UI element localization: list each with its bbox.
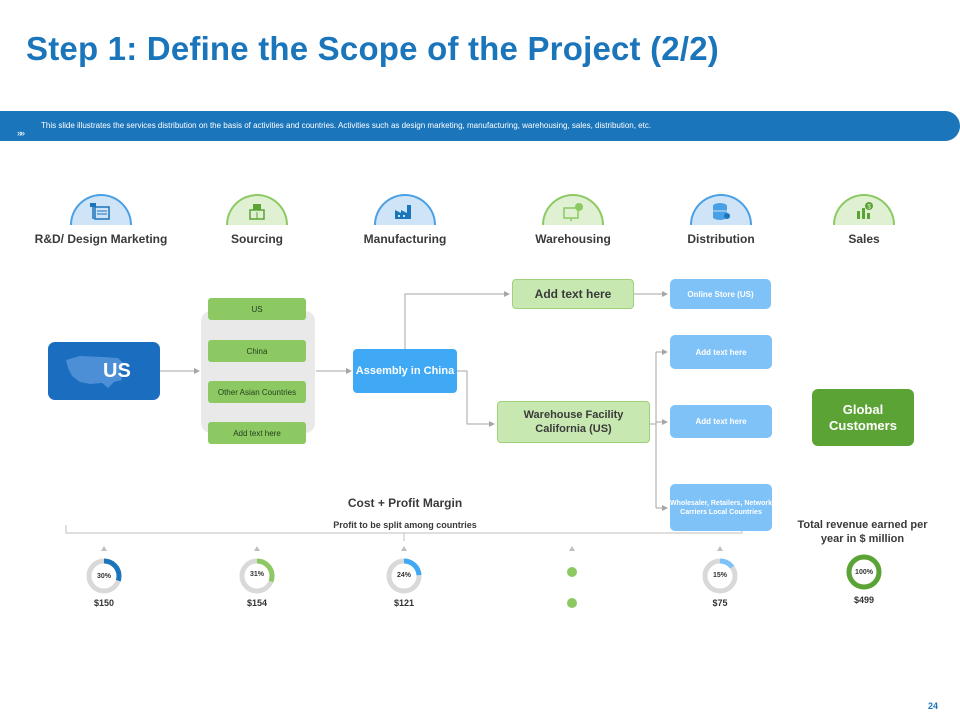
database-icon	[713, 203, 730, 220]
origin-us-label: US	[103, 360, 131, 382]
triangle-marker	[401, 546, 407, 551]
connector-assembly-to-warehouse	[457, 370, 495, 427]
country-us: US	[208, 298, 306, 320]
revenue-title: Total revenue earned per year in $ milli…	[797, 519, 928, 545]
donut-arc	[86, 558, 122, 594]
donut-chart	[702, 558, 738, 594]
add-text-top-box: Add text here	[512, 279, 634, 309]
triangle-marker	[569, 546, 575, 551]
channel-wholesalers: Wholesaler, Retailers, Network Carriers …	[670, 484, 772, 531]
amount-label: $75	[712, 598, 728, 608]
amount-label: $121	[393, 598, 415, 608]
country-other-asian: Other Asian Countries	[208, 381, 306, 403]
country-add-text: Add text here	[208, 422, 306, 444]
page-number: 24	[928, 701, 939, 711]
channel-add-text-1: Add text here	[670, 335, 772, 369]
description-banner	[0, 111, 960, 141]
amount-label: $154	[246, 598, 268, 608]
donut-chart	[386, 558, 422, 594]
channel-online-store: Online Store (US)	[670, 279, 771, 309]
amount-label: $150	[93, 598, 115, 608]
triangle-marker	[717, 546, 723, 551]
activity-label-design-marketing: R&D/ Design Marketing	[34, 232, 168, 246]
donut-chart	[86, 558, 122, 594]
page-title: Step 1: Define the Scope of the Project …	[26, 30, 719, 67]
donut-arc	[386, 558, 422, 594]
sales-chart-icon: $	[857, 202, 873, 219]
us-map-icon	[66, 356, 124, 388]
activity-label-sales: Sales	[848, 232, 880, 246]
donut-arc	[702, 558, 738, 594]
activity-label-warehousing: Warehousing	[535, 232, 611, 246]
donut-arc	[846, 554, 882, 590]
global-customers-box: Global Customers	[812, 389, 914, 446]
triangle-marker	[254, 546, 260, 551]
countries-panel	[201, 311, 315, 433]
warehouse-icon	[563, 203, 583, 221]
banner-text: This slide illustrates the services dist…	[41, 121, 652, 130]
assembly-box: Assembly in China	[353, 349, 457, 393]
country-china: China	[208, 340, 306, 362]
margin-title: Cost + Profit Margin	[347, 496, 463, 510]
donut-percent-total: 100%	[855, 569, 873, 576]
donut-percent: 15%	[712, 572, 727, 579]
connector-assembly-to-addtext	[404, 291, 510, 349]
activity-label-manufacturing: Manufacturing	[363, 232, 447, 246]
donut-percent: 24%	[396, 572, 411, 579]
double-chevron-icon: »»	[17, 128, 25, 138]
donut-arc	[239, 558, 275, 594]
design-marketing-icon	[90, 203, 110, 220]
channel-add-text-2: Add text here	[670, 405, 772, 438]
donut-chart-total	[846, 554, 882, 590]
factory-icon	[395, 205, 411, 219]
sourcing-icon	[249, 204, 265, 220]
donut-percent: 30%	[96, 573, 111, 580]
margin-subtitle: Profit to be split among countries	[333, 520, 477, 530]
donut-percent: 31%	[249, 571, 264, 578]
green-dot	[567, 598, 577, 608]
activity-label-sourcing: Sourcing	[230, 232, 283, 246]
green-dot	[567, 567, 577, 577]
amount-label-total: $499	[853, 595, 875, 605]
donut-chart	[239, 558, 275, 594]
triangle-marker	[101, 546, 107, 551]
warehouse-box: Warehouse Facility California (US)	[497, 401, 650, 443]
svg-text:$: $	[868, 205, 872, 211]
activity-label-distribution: Distribution	[687, 232, 755, 246]
